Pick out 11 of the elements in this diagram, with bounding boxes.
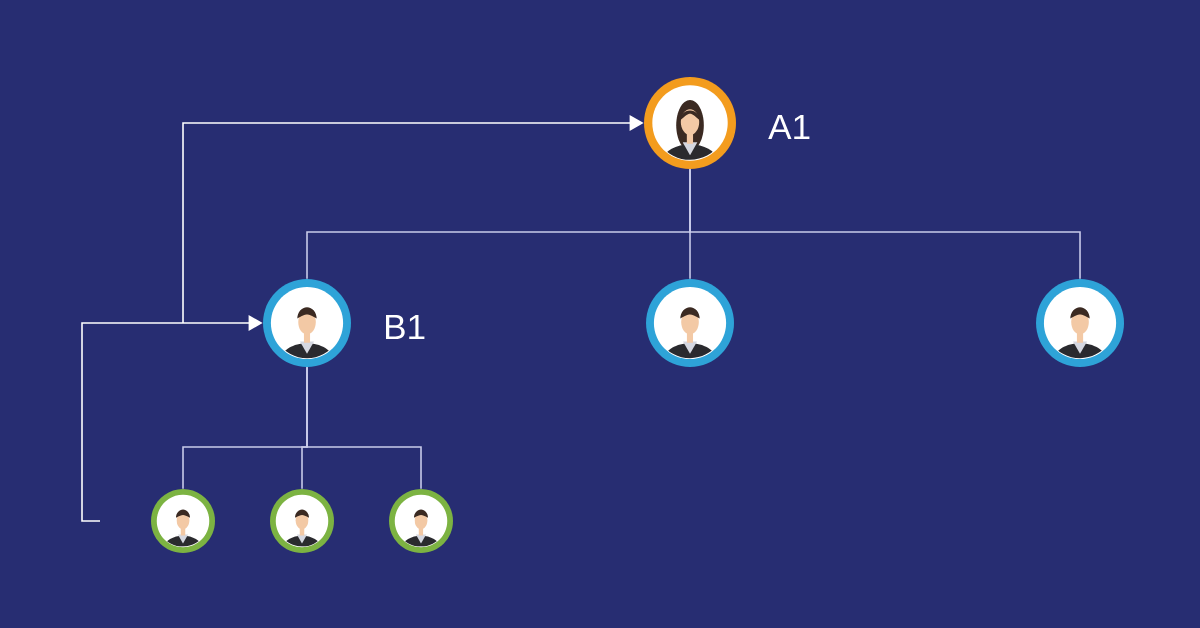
avatar-circle (644, 77, 736, 169)
avatar-circle (263, 279, 351, 367)
person-label: B1 (386, 314, 425, 340)
avatar-circle (1036, 279, 1124, 367)
avatar-circle (646, 279, 734, 367)
connector-line (306, 366, 422, 490)
avatar-circle (389, 489, 453, 553)
avatar-circle (270, 489, 334, 553)
connector-line (689, 168, 1081, 280)
avatar-circle (151, 489, 215, 553)
person-label: A1 (768, 114, 810, 140)
